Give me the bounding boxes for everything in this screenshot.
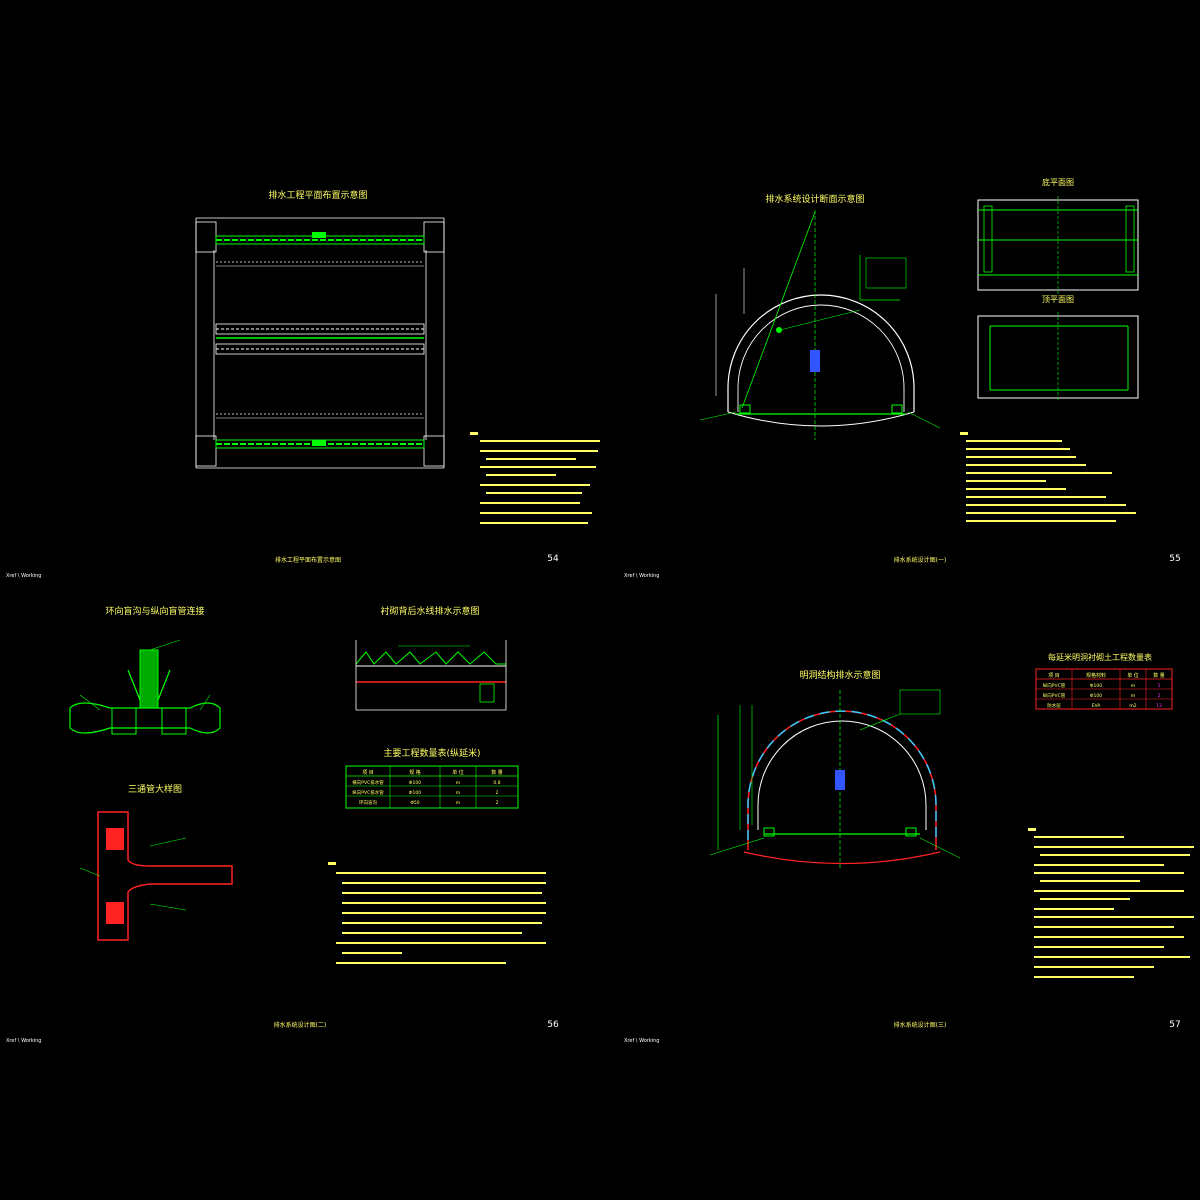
- sheet-57-main-title: 明洞结构排水示意图: [799, 669, 880, 681]
- top-plan: [977, 312, 1139, 402]
- sheet-57-footer-title: 排水系统设计图(三): [894, 1021, 947, 1029]
- drainage-bands: [215, 232, 425, 449]
- sheet-55-main-title: 排水系统设计断面示意图: [765, 193, 864, 205]
- tee-detail: [79, 811, 233, 941]
- sheet-54-footer-title: 排水工程平面布置示意图: [275, 556, 341, 564]
- table-56-header-spec: 规 格: [409, 769, 421, 776]
- sheet-56-corner-label: Xref \ Working: [6, 1038, 41, 1044]
- sheet-55: 排水系统设计断面示意图 底平面图: [624, 177, 1181, 579]
- table-57-cell: 纵向PVC管: [1043, 692, 1066, 699]
- sheet-56-title-left-2: 三通管大样图: [128, 783, 182, 795]
- sheet-54-corner-label: Xref \ Working: [6, 573, 41, 579]
- water-line-diagram: [355, 640, 507, 711]
- sheet-56-title-left-1: 环向盲沟与纵向盲管连接: [105, 605, 204, 617]
- table-57-cell: Φ100: [1090, 693, 1102, 699]
- sheet-56-title-right-1: 衬砌背后水线排水示意图: [380, 605, 479, 617]
- sheet-56-page-number: 56: [547, 1020, 559, 1030]
- sheet-54-main-title: 排水工程平面布置示意图: [268, 189, 367, 201]
- table-57-cell: 13: [1156, 703, 1162, 709]
- table-56-header-qty: 数 量: [491, 769, 503, 776]
- table-57-cell: Φ100: [1090, 683, 1102, 689]
- table-57-cell: 防水层: [1047, 702, 1061, 709]
- sheet-55-corner-label: Xref \ Working: [624, 573, 659, 579]
- table-56-header-unit: 单 位: [452, 769, 464, 776]
- bottom-plan: [977, 196, 1139, 294]
- sheet-56-notes: [328, 862, 546, 964]
- sheet-55-subtitle-top-plan: 顶平面图: [1042, 295, 1074, 304]
- table-57-cell: EVA: [1092, 703, 1102, 709]
- quantity-table-57: 项 目 规格材料 单 位 数 量 纵向PVC管 Φ100 m 1 纵向PVC管 …: [1035, 668, 1173, 710]
- sheet-55-notes: [960, 432, 1136, 522]
- sheet-54: 排水工程平面布置示意图: [6, 189, 600, 579]
- table-57-header-unit: 单 位: [1127, 672, 1139, 679]
- sheet-55-page-number: 55: [1169, 554, 1180, 564]
- sheet-54-notes: [470, 432, 600, 524]
- table-57-cell: 1: [1158, 683, 1161, 689]
- sheet-56-footer-title: 排水系统设计图(二): [274, 1021, 327, 1029]
- table-56-cell: 横向PVC排水管: [352, 779, 384, 786]
- table-56-cell: 0.8: [493, 780, 500, 786]
- plan-frame: [195, 217, 445, 469]
- table-56-header-item: 项 目: [362, 770, 374, 776]
- table-57-cell: m2: [1129, 703, 1136, 709]
- table-56-cell: m: [456, 781, 460, 786]
- table-56-cell: m: [456, 801, 460, 806]
- sheet-56-title-right-2: 主要工程数量表(纵延米): [383, 747, 480, 759]
- sheet-57-notes: [1028, 828, 1194, 978]
- table-56-cell: 2: [496, 790, 499, 796]
- sheet-55-subtitle-bottom-plan: 底平面图: [1042, 177, 1074, 187]
- table-56-cell: Φ100: [409, 790, 421, 796]
- sheet-57-page-number: 57: [1169, 1020, 1180, 1030]
- table-57-header-qty: 数 量: [1153, 672, 1165, 679]
- sheet-57: 明洞结构排水示意图 每延米明洞衬砌土工程数量表: [624, 652, 1194, 1044]
- table-56-cell: Φ50: [410, 800, 419, 806]
- sheet-57-corner-label: Xref \ Working: [624, 1038, 659, 1044]
- table-57-header-item: 项 目: [1048, 673, 1060, 679]
- table-57-cell: m: [1131, 684, 1135, 689]
- table-56-cell: 环向盲沟: [359, 799, 377, 806]
- table-56-cell: 2: [496, 800, 499, 806]
- blind-ditch-connection: [69, 639, 221, 735]
- table-56-cell: 纵向PVC排水管: [352, 789, 384, 796]
- table-56-cell: Φ100: [409, 780, 421, 786]
- tunnel-section-55: [699, 210, 941, 440]
- sheet-54-page-number: 54: [547, 554, 559, 564]
- table-56-cell: m: [456, 791, 460, 796]
- table-57-cell: 2: [1158, 693, 1161, 699]
- sheet-55-footer-title: 排水系统设计图(一): [894, 556, 947, 564]
- table-57-header-spec: 规格材料: [1086, 672, 1106, 679]
- table-57-cell: 纵向PVC管: [1043, 682, 1066, 689]
- sheet-56: 环向盲沟与纵向盲管连接 三通管大样图 衬砌背后水线排水示意图: [6, 605, 559, 1044]
- table-57-cell: m: [1131, 694, 1135, 699]
- sheet-57-table-title: 每延米明洞衬砌土工程数量表: [1048, 652, 1152, 662]
- tunnel-section-57: [709, 689, 961, 870]
- quantity-table-56: 项 目 规 格 单 位 数 量 横向PVC排水管 Φ100 m 0.8 纵向PV…: [345, 765, 519, 809]
